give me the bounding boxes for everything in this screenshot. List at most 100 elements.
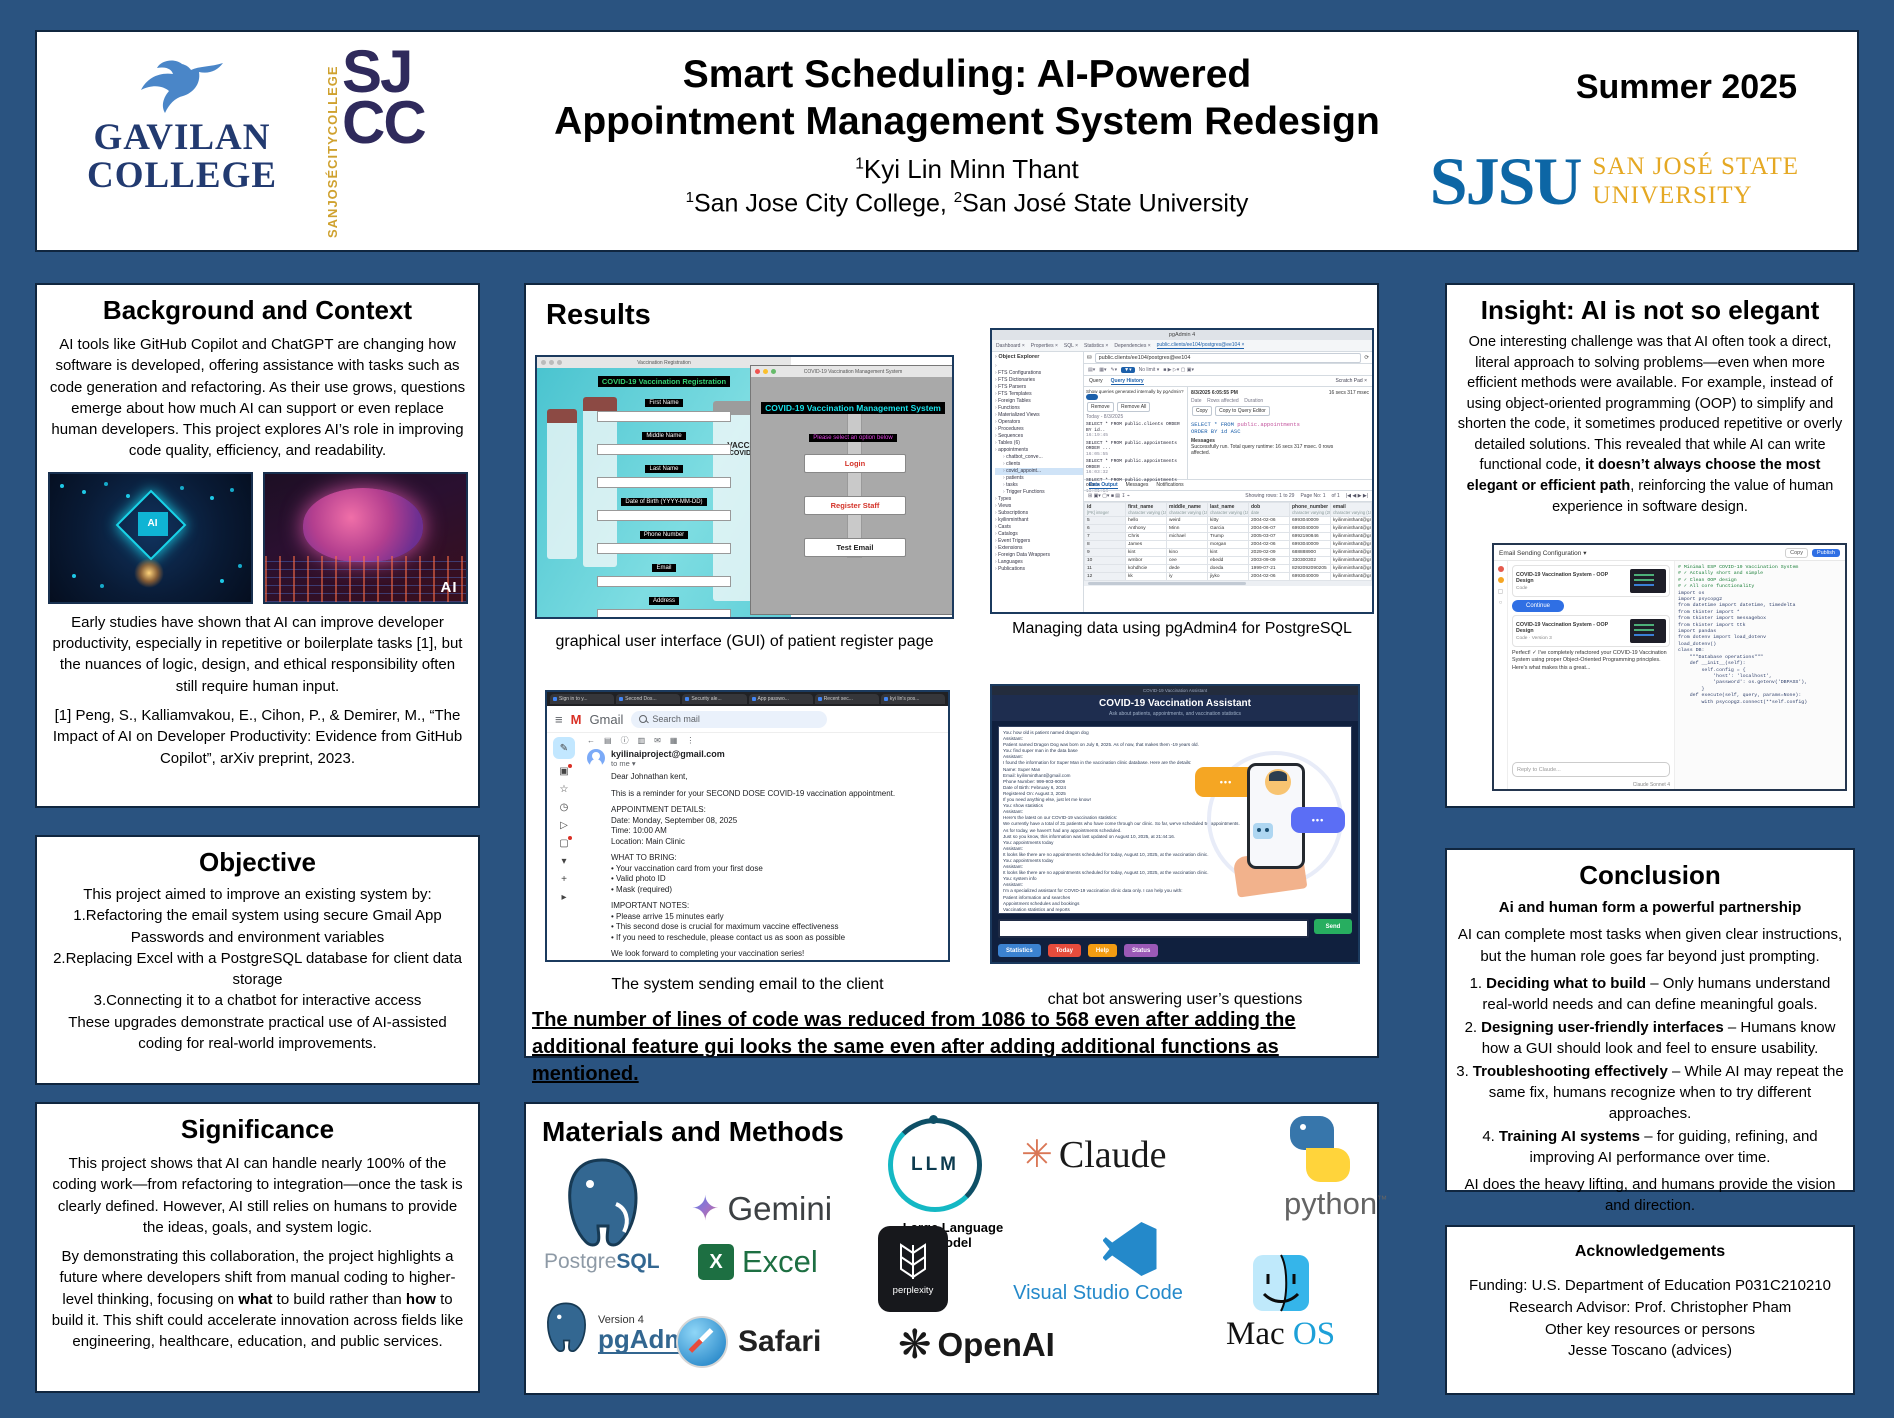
email-to[interactable]: to me ▾	[611, 759, 636, 768]
no-limit-select[interactable]: No limit ▾	[1138, 366, 1160, 373]
unread-icon[interactable]: ✉	[654, 735, 661, 745]
output-tab[interactable]: Notifications	[1156, 482, 1184, 488]
chat-input[interactable]	[998, 919, 1309, 938]
drafts-icon[interactable]: ▢	[559, 836, 573, 849]
grid-icon[interactable]: ⊞ ▣▾ ▢▾ ■ ▤ ↧ ⌁	[1088, 493, 1130, 499]
history-entry[interactable]: SELECT * FROM public.appointments ORDER …	[1086, 440, 1177, 457]
tree-item[interactable]: Extensions	[995, 545, 1083, 552]
tree-item[interactable]: Catalogs	[995, 531, 1083, 538]
send-icon[interactable]: ▷	[560, 820, 568, 831]
help-button[interactable]: Help	[1087, 944, 1117, 957]
menu-icon[interactable]: ≡	[555, 711, 563, 727]
label-icon[interactable]: ▸	[561, 892, 567, 903]
delete-icon[interactable]: ▥	[637, 735, 646, 745]
chat-icon[interactable]: ▢	[1497, 589, 1504, 595]
tree-item[interactable]: Views	[995, 503, 1083, 510]
browser-tab[interactable]: Recent sec...	[814, 694, 879, 704]
tree-item[interactable]: Procedures	[995, 426, 1083, 433]
remove-button[interactable]: Remove	[1087, 402, 1114, 412]
copy-button[interactable]: Copy	[1785, 547, 1808, 558]
star-icon[interactable]: ☆	[559, 784, 569, 795]
tree-item[interactable]: Trigger Functions	[995, 489, 1083, 496]
history-entry[interactable]: SELECT * FROM public.clients ORDER BY id…	[1086, 422, 1180, 438]
more-icon[interactable]: ⋮	[686, 735, 695, 745]
connection-field[interactable]: public.clients/ee104/postgres@ee104	[1094, 352, 1362, 363]
artifact-header[interactable]: Email Sending Configuration ▾	[1499, 549, 1587, 557]
search-input[interactable]: Search mail	[631, 710, 828, 728]
model-selector[interactable]: Claude Sonnet 4	[1632, 782, 1670, 788]
statistics-button[interactable]: Statistics	[998, 944, 1041, 957]
snooze-icon[interactable]: ◷	[559, 802, 569, 813]
send-button[interactable]: Send	[1314, 919, 1352, 934]
tree-item[interactable]: FTS Templates	[995, 391, 1083, 398]
register-staff-button[interactable]: Register Staff	[804, 496, 906, 515]
tree-item[interactable]: tasks	[995, 482, 1083, 489]
tree-item[interactable]: Casts	[995, 524, 1083, 531]
tree-item[interactable]: Languages	[995, 559, 1083, 566]
tree-item[interactable]: Sequences	[995, 433, 1083, 440]
tree-item[interactable]: Tables (6)	[995, 440, 1083, 447]
tree-item[interactable]: Foreign Data Wrappers	[995, 552, 1083, 559]
pgadmin-tab[interactable]: public.clients/ee104/postgres@ee104 ×	[1156, 342, 1245, 349]
chevron-down-icon[interactable]: ▾	[561, 856, 567, 867]
pgadmin-tab[interactable]: SQL ×	[1063, 342, 1079, 349]
text-input[interactable]	[597, 576, 731, 587]
query-history-tab[interactable]: Query History	[1110, 377, 1144, 385]
tree-item[interactable]: Subscriptions	[995, 510, 1083, 517]
tree-item[interactable]: Publications	[995, 566, 1083, 573]
toolbar-icon[interactable]: ■ ▶ ▷▾ ▢ ▣▾	[1163, 366, 1194, 373]
tree-item[interactable]: clients	[995, 461, 1083, 468]
grid-header-cell[interactable]: id[PK] integer	[1084, 502, 1126, 517]
remove-all-button[interactable]: Remove All	[1117, 402, 1151, 412]
browser-tab[interactable]: Security ale...	[682, 694, 747, 704]
tree-item[interactable]: FTS Parsers	[995, 384, 1083, 391]
tree-item[interactable]: chatbot_conve...	[995, 454, 1083, 461]
pager-icons[interactable]: |◀ ◀ ▶ ▶|	[1345, 493, 1368, 499]
pgadmin-tab[interactable]: Properties ×	[1030, 342, 1058, 349]
copy-to-editor-button[interactable]: Copy to Query Editor	[1215, 406, 1270, 416]
toolbar-icon[interactable]: ▦▾	[1099, 366, 1107, 373]
publish-button[interactable]: Publish	[1811, 548, 1840, 557]
move-icon[interactable]: ▦	[669, 735, 678, 745]
search-icon[interactable]: ○	[1498, 600, 1503, 606]
output-tab[interactable]: Messages	[1125, 482, 1149, 488]
toggle-switch[interactable]	[1086, 394, 1098, 400]
tree-item[interactable]: FTS Configurations	[995, 370, 1083, 377]
back-icon[interactable]: ←	[587, 735, 595, 745]
horizontal-scrollbar[interactable]	[1084, 581, 1372, 586]
pgadmin-tab[interactable]: Statistics ×	[1084, 342, 1109, 349]
artifact-card[interactable]: COVID-19 Vaccination System - OOP Design…	[1512, 565, 1670, 597]
history-entry[interactable]: SELECT * FROM public.appointments ORDER …	[1086, 459, 1177, 475]
archive-icon[interactable]: ▤	[604, 735, 612, 745]
text-input[interactable]	[597, 411, 731, 422]
tree-item[interactable]: Materialized Views	[995, 412, 1083, 419]
copy-button[interactable]: Copy	[1192, 406, 1212, 416]
tree-item[interactable]: covid_appoint...	[995, 468, 1083, 475]
text-input[interactable]	[597, 510, 731, 521]
continue-button[interactable]: Continue	[1512, 600, 1564, 612]
tree-item[interactable]: Operators	[995, 419, 1083, 426]
text-input[interactable]	[597, 477, 731, 488]
tree-item[interactable]: Types	[995, 496, 1083, 503]
tree-item[interactable]: kyilinminthant	[995, 517, 1083, 524]
browser-tab[interactable]: App passwo...	[748, 694, 813, 704]
history-entry[interactable]: SELECT * FROM public.appointments ORDER …	[1086, 477, 1177, 494]
pgadmin-tab[interactable]: Dependencies ×	[1114, 342, 1151, 349]
browser-tab[interactable]: Second Dos...	[616, 694, 681, 704]
tree-item[interactable]: patients	[995, 475, 1083, 482]
report-icon[interactable]: ⓘ	[620, 735, 629, 745]
tree-item[interactable]: FTS Dictionaries	[995, 377, 1083, 384]
pgadmin-tab[interactable]: Dashboard ×	[996, 342, 1025, 349]
